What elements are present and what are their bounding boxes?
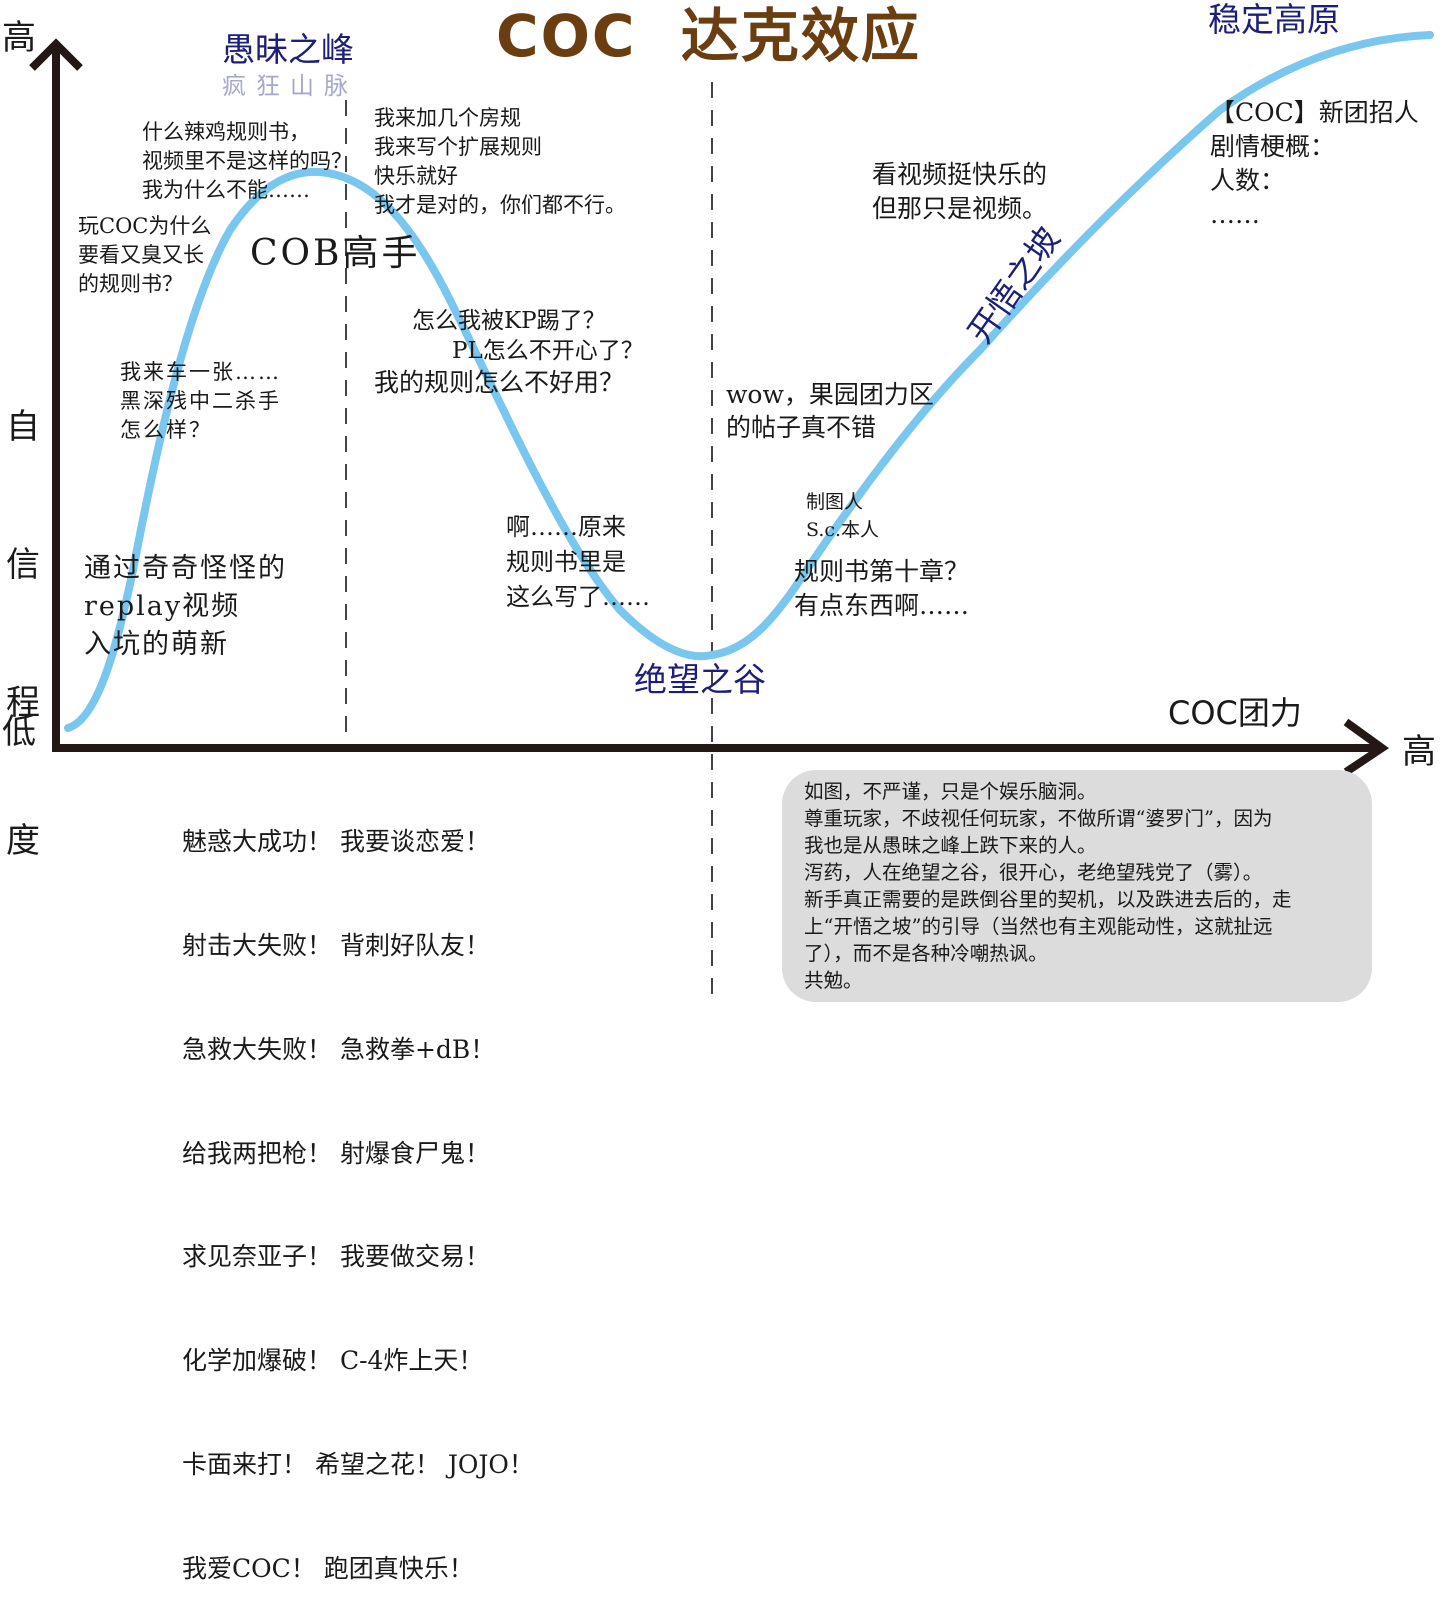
bottom-quote-item: 我爱COC！ 跑团真快乐！: [182, 1553, 474, 1583]
x-axis-arrowhead: [1343, 718, 1390, 776]
chart-title: COC 达克效应: [496, 2, 921, 70]
bottom-quote-list: 魅惑大成功！ 我要谈恋爱！ 射击大失败！ 背刺好队友！ 急救大失败！ 急救拳+d…: [182, 756, 534, 1621]
bottom-quote-item: 急救大失败！ 急救拳+dB！: [182, 1034, 496, 1064]
quote-pvp: 我来车一张…… 黑深残中二杀手 怎么样？: [120, 360, 281, 442]
bottom-quote-item: 求见奈亚子！ 我要做交易！: [182, 1242, 490, 1272]
quote-why-rulebook: 玩COC为什么 要看又臭又长 的规则书？: [78, 214, 212, 296]
label-cob-master: COB高手: [250, 233, 421, 274]
zone-peak-label: 愚昧之峰: [222, 30, 354, 69]
y-axis-title: 自 信 程 度: [6, 312, 40, 910]
y-axis-title-char: 度: [6, 821, 40, 861]
zone-valley-label: 绝望之谷: [634, 660, 766, 699]
y-axis-high-label: 高: [2, 18, 36, 58]
bottom-quote-item: 魅惑大成功！ 我要谈恋爱！: [182, 827, 490, 857]
quote-kicked: 怎么我被KP踢了？: [412, 308, 606, 334]
y-axis-title-char: 程: [6, 683, 40, 723]
confidence-curve: [64, 31, 1434, 732]
x-axis-high-label: 高: [1402, 732, 1436, 772]
author-note-text: 如图，不严谨，只是个娱乐脑洞。 尊重玩家，不歧视任何玩家，不做所谓“婆罗门”，因…: [804, 780, 1292, 992]
quote-trash-rulebook: 什么辣鸡规则书， 视频里不是这样的吗？ 我为什么不能……: [142, 120, 352, 202]
quote-newbie: 通过奇奇怪怪的 replay视频 入坑的萌新: [84, 553, 287, 660]
quote-forum: wow，果园团力区 的帖子真不错: [726, 380, 934, 442]
y-axis-title-char: 自: [6, 407, 40, 447]
quote-chapter10: 规则书第十章？ 有点东西啊……: [794, 557, 970, 620]
bottom-quote-item: 卡面来打！ 希望之花！ JOJO！: [182, 1449, 534, 1479]
quote-house-rules: 我来加几个房规 我来写个扩展规则 快乐就好 我才是对的，你们都不行。: [374, 106, 626, 217]
bottom-quote-item: 射击大失败！ 背刺好队友！: [182, 930, 490, 960]
author-note-box: 如图，不严谨，只是个娱乐脑洞。 尊重玩家，不歧视任何玩家，不做所谓“婆罗门”，因…: [782, 770, 1372, 1002]
bottom-quote-item: 化学加爆破！ C-4炸上天！: [182, 1346, 484, 1376]
y-axis-title-char: 信: [6, 545, 40, 585]
quote-pl-unhappy: PL怎么不开心了？: [452, 338, 644, 364]
y-axis-arrowhead: [29, 38, 83, 71]
bottom-quote-item: 给我两把枪！ 射爆食尸鬼！: [182, 1138, 490, 1168]
x-axis-title: COC团力: [1168, 694, 1302, 732]
quote-realize: 啊……原来 规则书里是 这么写了……: [506, 513, 650, 611]
dunning-kruger-chart: [29, 31, 1434, 1000]
y-axis-low-label: 低: [2, 712, 36, 752]
quote-rules-bad: 我的规则怎么不好用？: [374, 368, 625, 397]
zone-plateau-label: 稳定高原: [1208, 0, 1340, 39]
zone-peak-sublabel: 疯狂山脉: [222, 72, 358, 100]
label-author: 制图人 S.c.本人: [806, 491, 880, 541]
quote-videos: 看视频挺快乐的 但那只是视频。: [872, 160, 1048, 223]
quote-recruit: 【COC】新团招人 剧情梗概： 人数： ……: [1210, 98, 1419, 229]
